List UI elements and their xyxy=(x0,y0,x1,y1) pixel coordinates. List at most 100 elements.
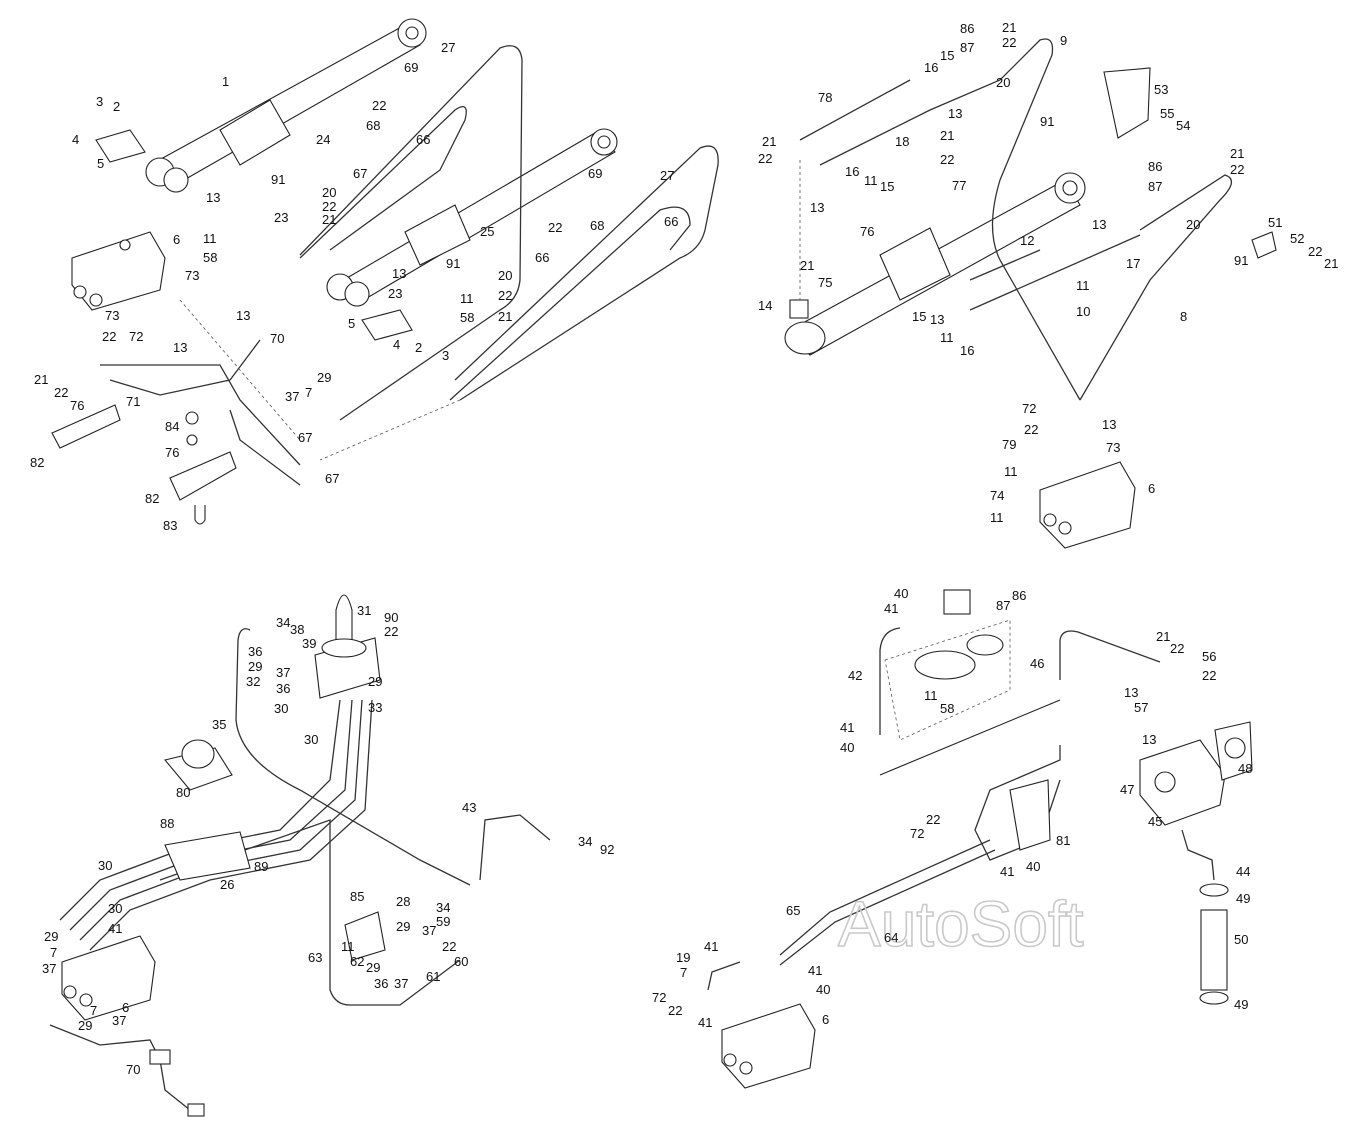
pipe-78 xyxy=(799,79,911,141)
part-label-40: 40 xyxy=(840,740,854,755)
hose-30d xyxy=(89,699,373,951)
part-label-29: 29 xyxy=(366,960,380,975)
part-label-11: 11 xyxy=(203,231,217,246)
part-label-37: 37 xyxy=(112,1013,126,1028)
suction-hose-50 xyxy=(1200,909,1228,991)
part-label-36: 36 xyxy=(248,644,262,659)
hose-64 xyxy=(779,849,996,966)
part-label-13: 13 xyxy=(948,106,962,121)
part-label-41: 41 xyxy=(808,963,822,978)
watermark-text: AutoSoft xyxy=(838,888,1084,960)
part-label-30: 30 xyxy=(98,858,112,873)
pipe-46 xyxy=(1059,630,1161,680)
part-label-22: 22 xyxy=(1308,244,1322,259)
part-label-3: 3 xyxy=(442,348,449,363)
bracket-82b xyxy=(169,451,237,501)
part-label-24: 24 xyxy=(316,132,330,147)
part-label-49: 49 xyxy=(1234,997,1248,1012)
hose-30a xyxy=(59,699,341,921)
pipe-19 xyxy=(707,961,741,991)
hose-35 xyxy=(235,628,471,886)
pipe-44 xyxy=(1181,829,1215,881)
part-label-7: 7 xyxy=(90,1003,97,1018)
part-label-21: 21 xyxy=(1002,20,1016,35)
part-label-10: 10 xyxy=(1076,304,1090,319)
part-label-48: 48 xyxy=(1238,761,1252,776)
part-label-17: 17 xyxy=(1126,256,1140,271)
part-label-81: 81 xyxy=(1056,833,1070,848)
hose-27b xyxy=(454,145,719,401)
part-label-15: 15 xyxy=(880,179,894,194)
part-label-22: 22 xyxy=(442,939,456,954)
part-label-92: 92 xyxy=(600,842,614,857)
part-label-37: 37 xyxy=(285,389,299,404)
pipe-71 xyxy=(100,364,301,466)
part-label-29: 29 xyxy=(44,929,58,944)
part-label-75: 75 xyxy=(818,275,832,290)
part-label-37: 37 xyxy=(42,961,56,976)
part-label-22: 22 xyxy=(1002,35,1016,50)
part-label-78: 78 xyxy=(818,90,832,105)
bracket-51 xyxy=(1251,231,1277,259)
part-label-15: 15 xyxy=(912,309,926,324)
part-label-22: 22 xyxy=(1170,641,1184,656)
part-label-91: 91 xyxy=(1234,253,1248,268)
part-label-16: 16 xyxy=(845,164,859,179)
part-label-63: 63 xyxy=(308,950,322,965)
part-label-22: 22 xyxy=(926,812,940,827)
part-label-21: 21 xyxy=(1230,146,1244,161)
part-label-13: 13 xyxy=(810,200,824,215)
part-label-13: 13 xyxy=(1124,685,1138,700)
part-label-20: 20 xyxy=(498,268,512,283)
bracket-82a xyxy=(51,404,121,449)
part-label-14: 14 xyxy=(758,298,772,313)
part-label-52: 52 xyxy=(1290,231,1304,246)
panel-bottom-right xyxy=(707,589,1253,1089)
part-label-29: 29 xyxy=(368,674,382,689)
part-label-16: 16 xyxy=(924,60,938,75)
part-label-13: 13 xyxy=(236,308,250,323)
part-label-76: 76 xyxy=(165,445,179,460)
part-label-21: 21 xyxy=(1156,629,1170,644)
part-label-20: 20 xyxy=(996,75,1010,90)
part-label-20: 20 xyxy=(1186,217,1200,232)
hydraulic-tank xyxy=(884,589,1011,741)
part-label-82: 82 xyxy=(30,455,44,470)
part-label-22: 22 xyxy=(1230,162,1244,177)
hose-27 xyxy=(299,45,523,421)
lift-cylinder-3 xyxy=(784,172,1086,356)
part-label-21: 21 xyxy=(498,309,512,324)
part-label-22: 22 xyxy=(372,98,386,113)
control-valve-bl xyxy=(61,935,156,1021)
part-label-4: 4 xyxy=(393,337,400,352)
control-valve-br xyxy=(721,1003,816,1089)
part-label-42: 42 xyxy=(848,668,862,683)
part-label-77: 77 xyxy=(952,178,966,193)
part-label-11: 11 xyxy=(341,939,355,954)
part-label-19: 19 xyxy=(676,950,690,965)
panel-bottom-left xyxy=(49,594,551,1117)
part-label-11: 11 xyxy=(940,330,954,345)
part-label-29: 29 xyxy=(248,659,262,674)
pipe-67 xyxy=(229,409,301,486)
part-label-23: 23 xyxy=(388,286,402,301)
part-label-86: 86 xyxy=(1148,159,1162,174)
part-label-41: 41 xyxy=(1000,864,1014,879)
part-label-11: 11 xyxy=(1076,278,1090,293)
part-label-65: 65 xyxy=(786,903,800,918)
part-label-68: 68 xyxy=(590,218,604,233)
part-label-7: 7 xyxy=(50,945,57,960)
part-label-67: 67 xyxy=(298,430,312,445)
pipe-70b xyxy=(49,1024,191,1111)
control-valve-tr xyxy=(1039,461,1136,549)
part-label-15: 15 xyxy=(940,48,954,63)
part-label-8: 8 xyxy=(1180,309,1187,324)
part-label-22: 22 xyxy=(940,152,954,167)
part-label-40: 40 xyxy=(894,586,908,601)
part-label-84: 84 xyxy=(165,419,179,434)
part-label-34: 34 xyxy=(578,834,592,849)
part-label-6: 6 xyxy=(173,232,180,247)
part-label-70: 70 xyxy=(126,1062,140,1077)
part-label-30: 30 xyxy=(304,732,318,747)
part-label-11: 11 xyxy=(864,173,878,188)
